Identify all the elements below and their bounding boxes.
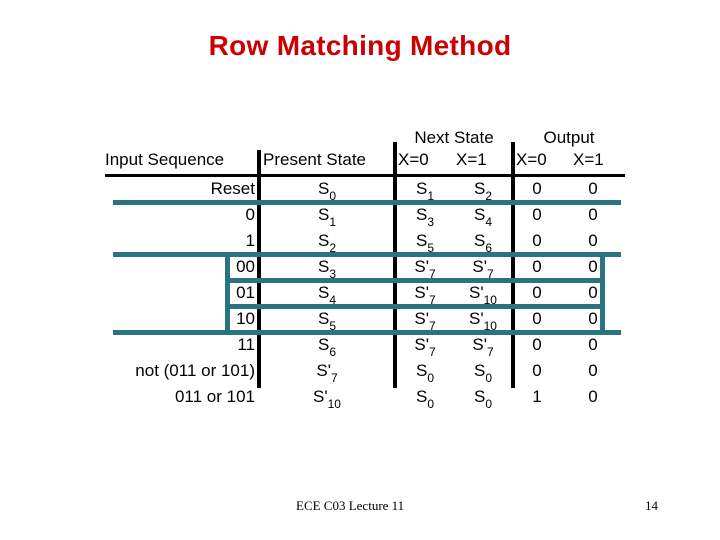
cell-present-state: S0 xyxy=(317,179,337,203)
column-header-present-state: Present State xyxy=(263,150,367,169)
cell-next-state-x1: S'7 xyxy=(472,257,494,281)
cell-output-x0: 0 xyxy=(532,205,542,224)
state-transition-table: Next State Output Input Sequence Present… xyxy=(105,128,625,411)
cell-present-state: S'7 xyxy=(316,361,338,385)
cell-next-state-x1: S'10 xyxy=(469,309,497,333)
cell-output-x0: 0 xyxy=(532,335,542,354)
column-divider-1 xyxy=(257,150,261,388)
cell-input-sequence: 1 xyxy=(245,231,255,250)
cell-present-state: S1 xyxy=(317,205,337,229)
column-header-output-x1: X=1 xyxy=(573,150,604,169)
column-header-input-sequence: Input Sequence xyxy=(105,150,225,169)
cell-input-sequence: 11 xyxy=(237,335,255,354)
cell-next-state-x0: S'7 xyxy=(414,283,436,307)
cell-present-state: S4 xyxy=(317,283,337,307)
cell-input-sequence: 01 xyxy=(236,283,255,302)
column-divider-3 xyxy=(511,142,515,388)
cell-next-state-x0: S'7 xyxy=(414,335,436,359)
table-column-header-row: Input Sequence Present State X=0 X=1 X=0… xyxy=(105,150,625,174)
cell-output-x0: 0 xyxy=(532,257,542,276)
table-row: not (011 or 101) S'7 S0 S0 0 0 xyxy=(105,359,625,385)
table-row: 011 or 101 S'10 S0 S0 1 0 xyxy=(105,385,625,411)
cell-next-state-x1: S6 xyxy=(473,231,493,255)
cell-input-sequence: 011 or 101 xyxy=(174,387,255,406)
column-header-next-x1: X=1 xyxy=(456,150,487,169)
cell-output-x1: 0 xyxy=(588,205,598,224)
group-header-next-state: Next State xyxy=(414,128,494,147)
cell-next-state-x0: S3 xyxy=(415,205,435,229)
column-divider-2 xyxy=(393,142,397,388)
cell-input-sequence: 00 xyxy=(236,257,255,276)
table-row: 10 S5 S'7 S'10 0 0 xyxy=(105,307,625,333)
cell-next-state-x0: S'7 xyxy=(414,257,436,281)
cell-next-state-x1: S'7 xyxy=(472,335,494,359)
cell-output-x1: 0 xyxy=(588,309,598,328)
column-header-output-x0: X=0 xyxy=(516,150,547,169)
cell-output-x1: 0 xyxy=(588,361,598,380)
cell-output-x0: 1 xyxy=(532,387,542,406)
cell-next-state-x0: S'7 xyxy=(414,309,436,333)
table-row: 11 S6 S'7 S'7 0 0 xyxy=(105,333,625,359)
slide-footer: ECE C03 Lecture 11 14 xyxy=(0,498,720,518)
cell-output-x0: 0 xyxy=(532,179,542,198)
cell-output-x0: 0 xyxy=(532,309,542,328)
cell-next-state-x0: S0 xyxy=(415,361,435,385)
page-title: Row Matching Method xyxy=(208,30,512,61)
cell-output-x1: 0 xyxy=(588,283,598,302)
cell-input-sequence: not (011 or 101) xyxy=(135,361,255,380)
cell-output-x1: 0 xyxy=(588,257,598,276)
table-row: 1 S2 S5 S6 0 0 xyxy=(105,229,625,255)
footer-page-number: 14 xyxy=(645,498,658,513)
table-group-header-row: Next State Output xyxy=(105,128,625,150)
cell-next-state-x1: S0 xyxy=(473,387,493,411)
cell-next-state-x0: S0 xyxy=(415,387,435,411)
cell-next-state-x1: S0 xyxy=(473,361,493,385)
cell-output-x0: 0 xyxy=(532,283,542,302)
cell-output-x0: 0 xyxy=(532,231,542,250)
cell-output-x1: 0 xyxy=(588,179,598,198)
cell-next-state-x0: S5 xyxy=(415,231,435,255)
cell-next-state-x1: S2 xyxy=(473,179,493,203)
cell-output-x1: 0 xyxy=(588,231,598,250)
group-header-output: Output xyxy=(543,128,595,147)
cell-output-x0: 0 xyxy=(532,361,542,380)
table-row: 0 S1 S3 S4 0 0 xyxy=(105,203,625,229)
column-header-next-x0: X=0 xyxy=(398,150,429,169)
cell-present-state: S5 xyxy=(317,309,337,333)
cell-present-state: S3 xyxy=(317,257,337,281)
cell-input-sequence: 10 xyxy=(236,309,255,328)
cell-next-state-x1: S4 xyxy=(473,205,493,229)
cell-input-sequence: Reset xyxy=(210,179,255,198)
header-divider-rule xyxy=(105,174,625,177)
cell-output-x1: 0 xyxy=(588,387,598,406)
table-row: 01 S4 S'7 S'10 0 0 xyxy=(105,281,625,307)
cell-present-state: S'10 xyxy=(313,387,341,411)
cell-output-x1: 0 xyxy=(588,335,598,354)
table-row: Reset S0 S1 S2 0 0 xyxy=(105,177,625,203)
cell-input-sequence: 0 xyxy=(245,205,255,224)
cell-next-state-x1: S'10 xyxy=(469,283,497,307)
cell-present-state: S6 xyxy=(317,335,337,359)
cell-present-state: S2 xyxy=(317,231,337,255)
footer-course-label: ECE C03 Lecture 11 xyxy=(296,498,405,513)
cell-next-state-x0: S1 xyxy=(415,179,435,203)
